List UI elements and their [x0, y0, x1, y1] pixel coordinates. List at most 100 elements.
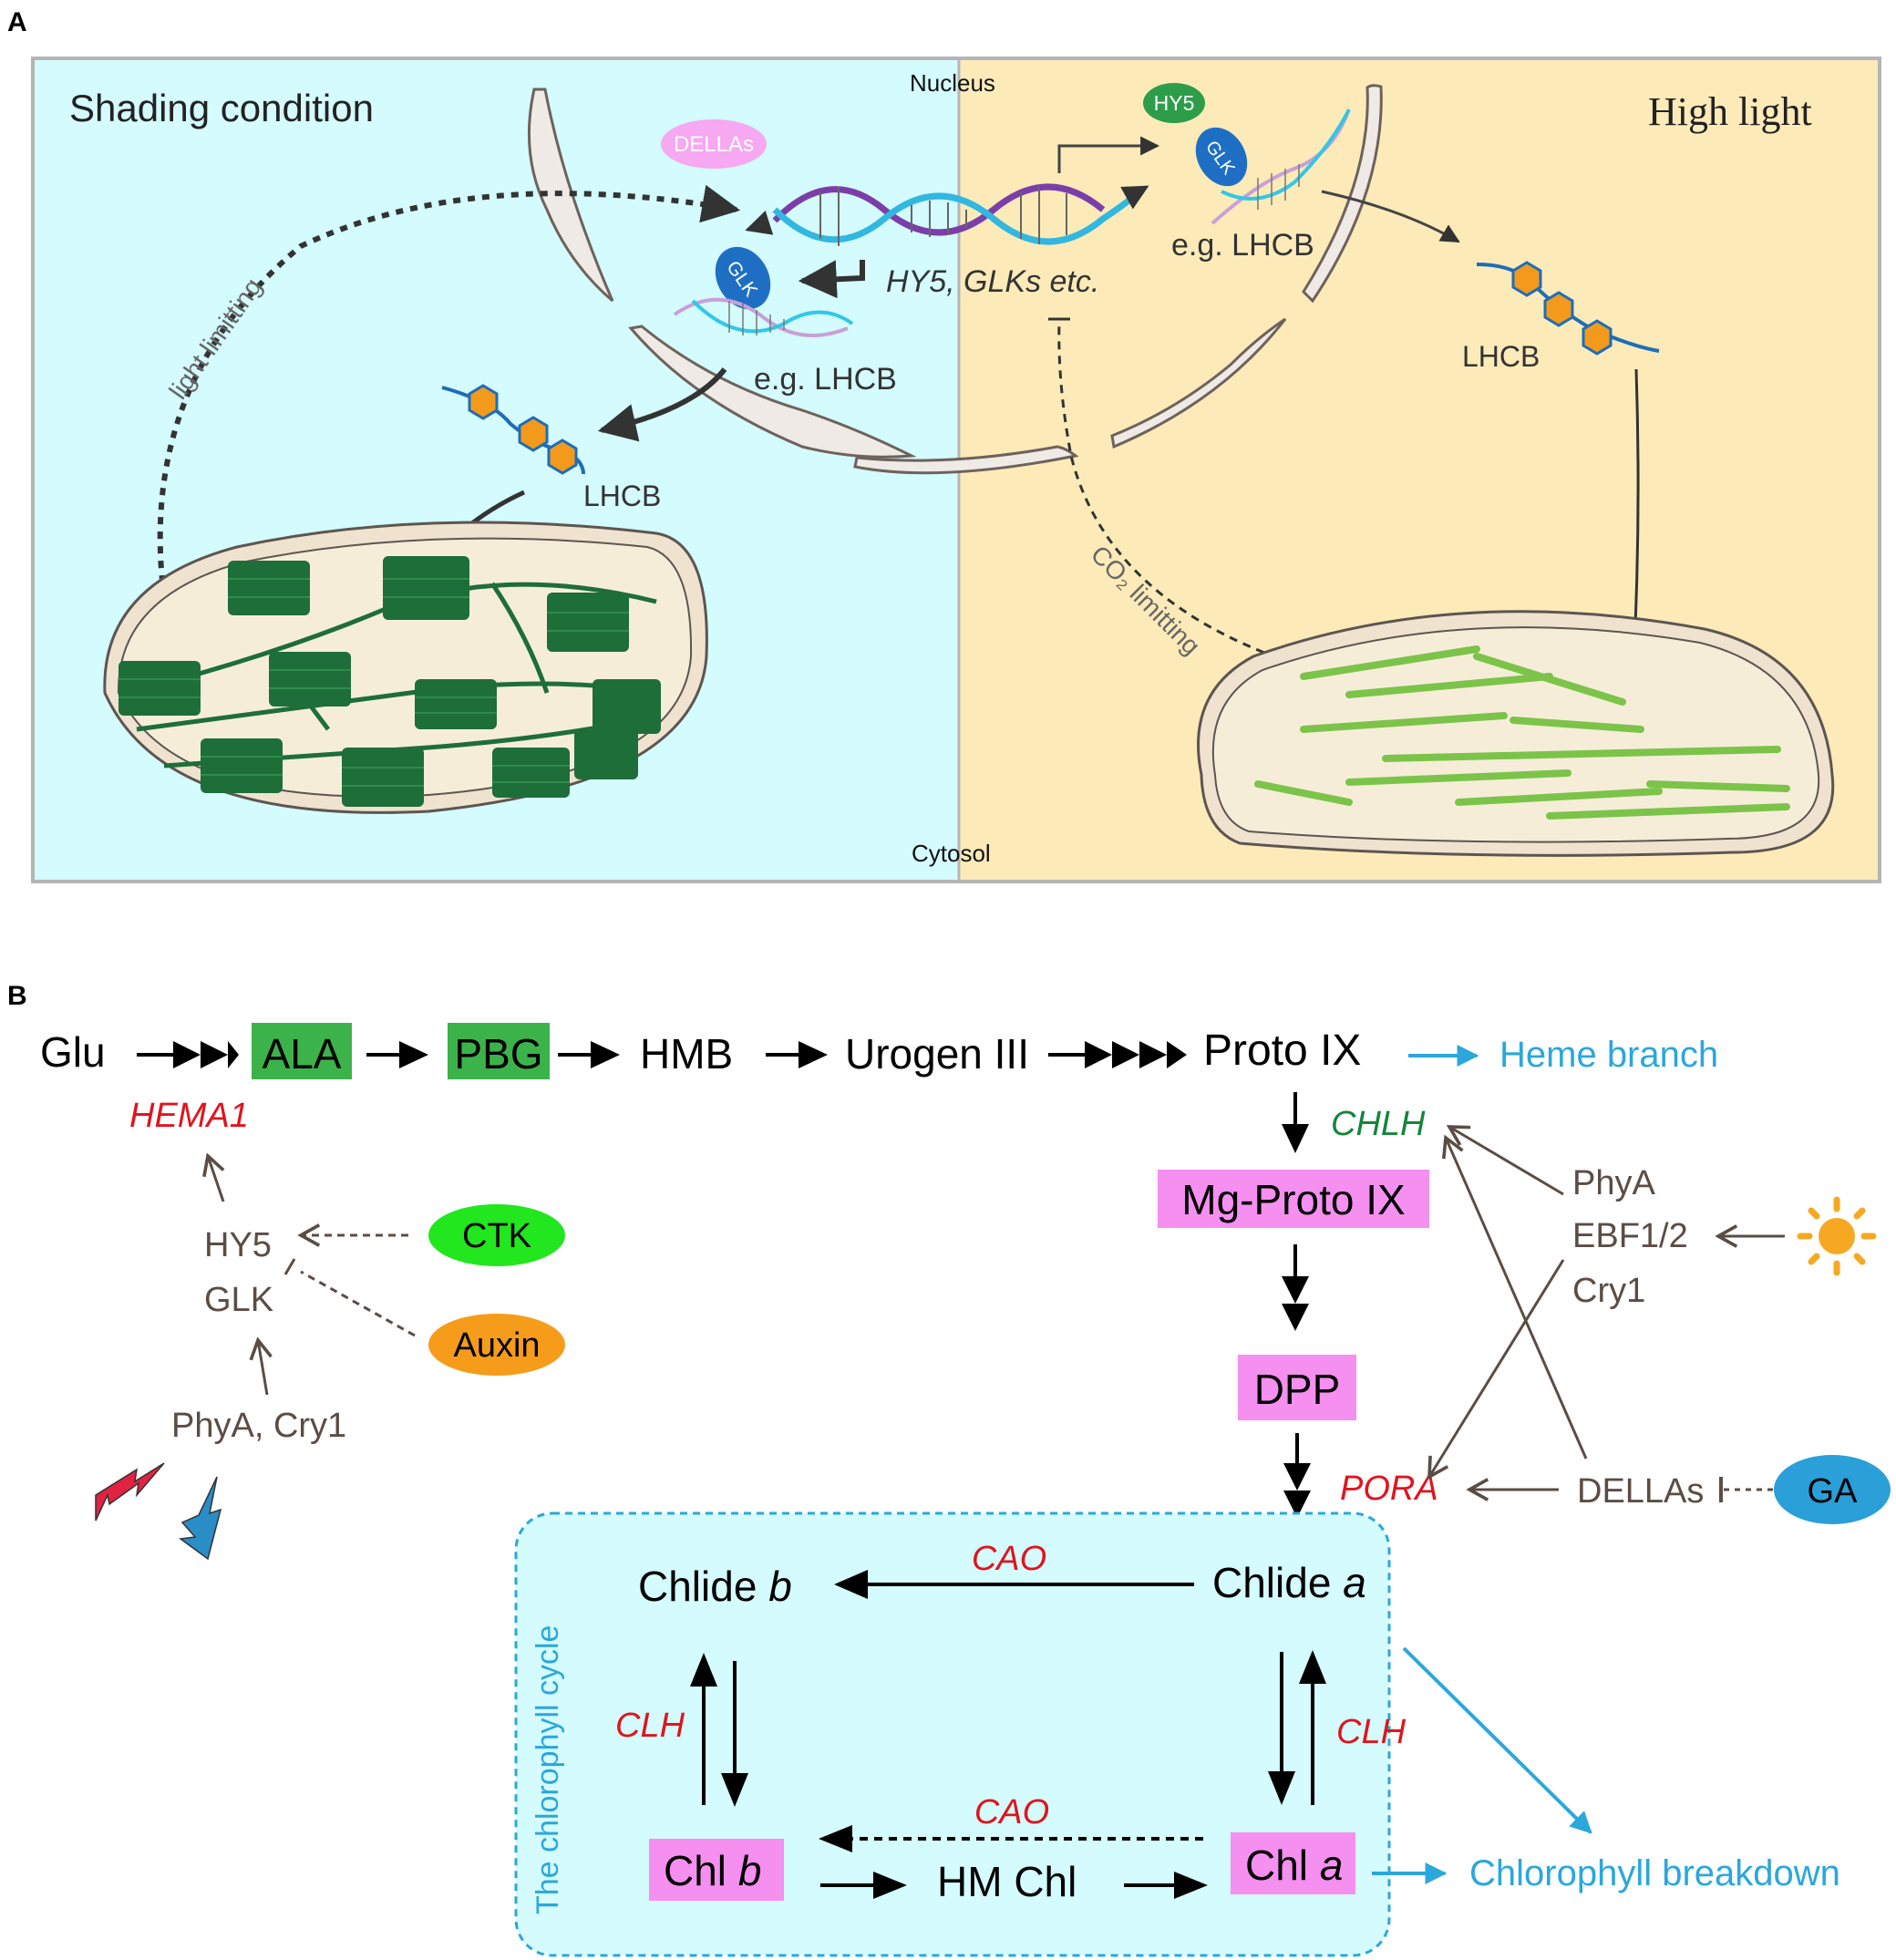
glk-badge-right: GLK	[1195, 127, 1248, 187]
arrow-mrna-to-lhcb-right	[1321, 190, 1460, 243]
pbg-box	[448, 1023, 550, 1079]
glk-label: GLK	[204, 1281, 273, 1319]
dellas-badge	[661, 119, 767, 169]
nucleus-label: Nucleus	[910, 69, 995, 97]
dna-fragment-left	[673, 297, 854, 337]
cytosol-label: Cytosol	[912, 840, 991, 867]
cry1-label: Cry1	[1572, 1272, 1645, 1310]
chlh-label: CHLH	[1331, 1105, 1426, 1143]
shading-title: Shading condition	[69, 87, 374, 129]
arrow-cry1-pora	[1427, 1259, 1565, 1480]
panel-b: B Glu ALA PBG HMB Urogen III	[7, 981, 1891, 1957]
hy5-badge	[1143, 83, 1205, 123]
hy5-glks-label: HY5, GLKs etc.	[886, 264, 1099, 299]
pora-label: PORA	[1340, 1470, 1438, 1508]
pbg-label: PBG	[454, 1030, 542, 1078]
arrow-ala-pbg	[366, 1041, 428, 1068]
panel-b-letter: B	[7, 981, 27, 1011]
ala-label: ALA	[263, 1030, 342, 1078]
hm-chl-label: HM Chl	[937, 1858, 1077, 1905]
glu-label: Glu	[40, 1028, 106, 1076]
arrow-hm-chl-a	[1124, 1872, 1208, 1899]
panel-a-letter: A	[7, 7, 27, 37]
ctk-label: CTK	[462, 1217, 531, 1255]
mgproto-label: Mg-Proto IX	[1181, 1176, 1405, 1223]
ala-box	[252, 1023, 352, 1079]
transcription-arrow-right	[1057, 136, 1160, 173]
co2-limitting-inhibition	[1057, 320, 1348, 681]
arrow-dellas-chlh	[1442, 1134, 1588, 1460]
red-light-icon	[95, 1462, 165, 1522]
arrow-mgproto-dpp	[1282, 1244, 1309, 1331]
clh-right-label: CLH	[1336, 1713, 1407, 1751]
cycle-label: The chlorophyll cycle	[531, 1625, 565, 1914]
lhcb-peptide-right	[1476, 261, 1660, 356]
hy5-label: HY5	[204, 1226, 272, 1264]
chl-a-label: Chl a	[1245, 1841, 1343, 1889]
inhibit-auxin-glk	[300, 1270, 416, 1337]
lhcb-right: LHCB	[1462, 340, 1540, 373]
arrow-chl-b-hm	[820, 1872, 907, 1899]
arrows-chlide-b-chl-b	[690, 1653, 748, 1807]
cao-top-label: CAO	[972, 1540, 1046, 1578]
clh-left-label: CLH	[615, 1707, 685, 1745]
light-limitting-arrow	[157, 184, 741, 598]
arrow-pbg-hmb	[558, 1041, 620, 1068]
chloroplast-shading	[103, 521, 708, 814]
dellas-badge-label: DELLAs	[674, 132, 754, 157]
highlight-title: High light	[1648, 89, 1812, 134]
arrow-lhcb-to-chloroplast-right	[1625, 368, 1645, 648]
ga-label: GA	[1808, 1472, 1859, 1511]
ctk-oval	[428, 1204, 565, 1266]
blue-light-icon	[179, 1476, 222, 1561]
arrow-chlide-breakdown	[1402, 1646, 1592, 1834]
urogen-label: Urogen III	[845, 1030, 1029, 1078]
arrow-chl-a-to-chl-b	[819, 1825, 1203, 1852]
panel-a-frame	[31, 57, 1881, 883]
lhcb-peptide-left	[441, 384, 585, 475]
cao-bottom-label: CAO	[974, 1793, 1049, 1831]
arrow-glu-ala	[137, 1041, 239, 1068]
hmb-label: HMB	[640, 1030, 733, 1078]
arrow-phya-glk	[249, 1336, 273, 1396]
eg-lhcb-right: e.g. LHCB	[1171, 228, 1314, 263]
ga-oval	[1774, 1455, 1891, 1524]
arrow-proto-mgproto	[1282, 1092, 1309, 1153]
proto-label: Proto IX	[1203, 1026, 1361, 1075]
ebf-label: EBF1/2	[1572, 1217, 1688, 1255]
dna-helix	[745, 183, 1149, 246]
arrow-dpp-chlide	[1283, 1433, 1311, 1518]
eg-lhcb-left: e.g. LHCB	[754, 362, 897, 397]
auxin-label: Auxin	[453, 1326, 540, 1365]
arrow-chlide-a-to-b	[834, 1570, 1194, 1599]
chlide-a-label: Chlide a	[1212, 1559, 1366, 1606]
chl-a-box	[1231, 1832, 1355, 1894]
hema1-label: HEMA1	[129, 1097, 249, 1135]
lhcb-left: LHCB	[583, 480, 661, 512]
arrow-hy5-hema1	[202, 1152, 225, 1202]
arrow-urogen-proto	[1048, 1041, 1187, 1068]
arrow-phya-chlh	[1446, 1125, 1564, 1196]
dna-fragment-right	[1211, 108, 1351, 225]
dpp-label: DPP	[1254, 1366, 1341, 1413]
auxin-oval	[428, 1314, 565, 1376]
dellas-label: DELLAs	[1577, 1472, 1704, 1511]
arrow-hmb-urogen	[766, 1041, 828, 1068]
sun-icon	[1797, 1196, 1877, 1276]
breakdown-label: Chlorophyll breakdown	[1469, 1853, 1840, 1893]
arrows-chlide-a-chl-a	[1268, 1650, 1326, 1805]
phya-label: PhyA	[1572, 1164, 1655, 1202]
phya-cry1-label: PhyA, Cry1	[171, 1407, 346, 1445]
chl-b-box	[649, 1839, 784, 1901]
dpp-box	[1238, 1355, 1356, 1420]
chloroplast-highlight	[1197, 610, 1835, 857]
mgproto-box	[1158, 1170, 1429, 1228]
chl-b-label: Chl b	[664, 1847, 761, 1894]
glk-badge-left: GLK	[715, 246, 771, 310]
panel-a: A Shading condition High light Nucleus C…	[7, 7, 1881, 883]
arrow-mrna-to-lhcb-left	[597, 367, 727, 442]
heme-branch-label: Heme branch	[1499, 1035, 1718, 1075]
chlide-b-label: Chlide b	[638, 1563, 792, 1610]
hy5-badge-label: HY5	[1154, 91, 1195, 115]
transcription-arrow-left	[798, 260, 865, 299]
